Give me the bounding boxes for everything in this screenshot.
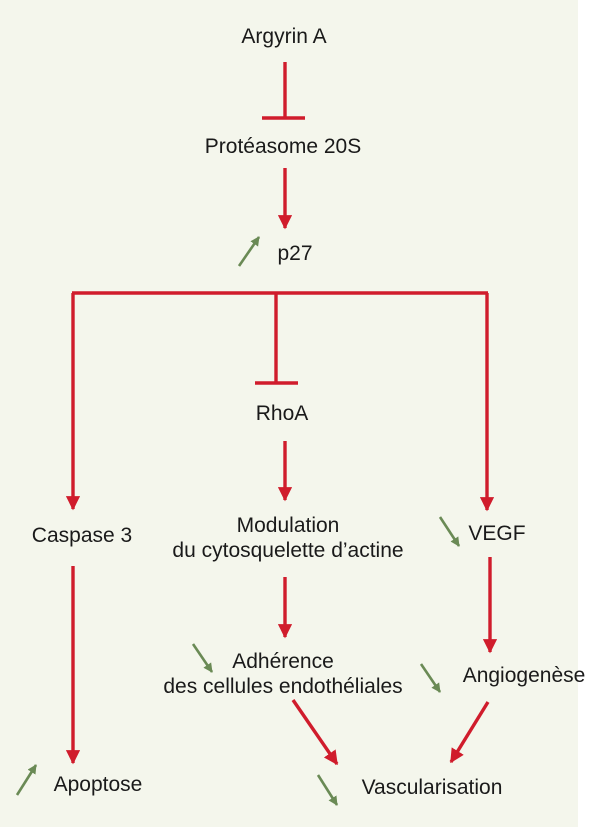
node-modulation: Modulation du cytosquelette d’actine — [172, 513, 403, 563]
node-adherence: Adhérence des cellules endothéliales — [163, 649, 402, 699]
up-arrow-icon-apoptose — [15, 764, 38, 796]
node-vascularisation-label: Vascularisation — [361, 776, 503, 799]
node-apoptose-label: Apoptose — [53, 773, 143, 796]
node-angiogenese-label: Angiogenèse — [462, 664, 586, 687]
node-caspase-3-label: Caspase 3 — [31, 524, 133, 547]
node-caspase-3: Caspase 3 — [32, 523, 132, 548]
diagram-panel — [0, 0, 578, 827]
edge-adherence-to-vascularisation — [291, 699, 339, 766]
node-angiogenese: Angiogenèse — [463, 663, 586, 688]
down-arrow-icon-vegf — [438, 516, 461, 547]
node-vegf-label: VEGF — [468, 522, 526, 545]
node-argyrin-a-label: Argyrin A — [241, 25, 327, 48]
node-vascularisation: Vascularisation — [362, 775, 503, 800]
node-proteasome-20s-label: Protéasome 20S — [204, 135, 362, 158]
node-rhoa: RhoA — [256, 401, 309, 426]
node-proteasome-20s: Protéasome 20S — [205, 134, 361, 159]
down-arrow-icon-angiogenese — [419, 663, 442, 693]
node-modulation-label-line2: du cytosquelette d’actine — [172, 539, 404, 562]
node-apoptose: Apoptose — [54, 772, 143, 797]
node-modulation-label-line1: Modulation — [236, 514, 340, 537]
down-arrow-icon-adherence — [191, 643, 214, 673]
edge-angiogenese-to-vascularisation — [449, 701, 490, 764]
node-adherence-label-line1: Adhérence — [232, 650, 334, 673]
node-vegf: VEGF — [468, 521, 525, 546]
node-adherence-label-line2: des cellules endothéliales — [163, 675, 403, 698]
down-arrow-icon-vascularisation — [316, 774, 339, 806]
node-p27-label: p27 — [277, 242, 313, 265]
node-p27: p27 — [277, 241, 312, 266]
node-argyrin-a: Argyrin A — [241, 24, 326, 49]
up-arrow-icon-p27 — [237, 236, 261, 267]
node-rhoa-label: RhoA — [255, 402, 309, 425]
